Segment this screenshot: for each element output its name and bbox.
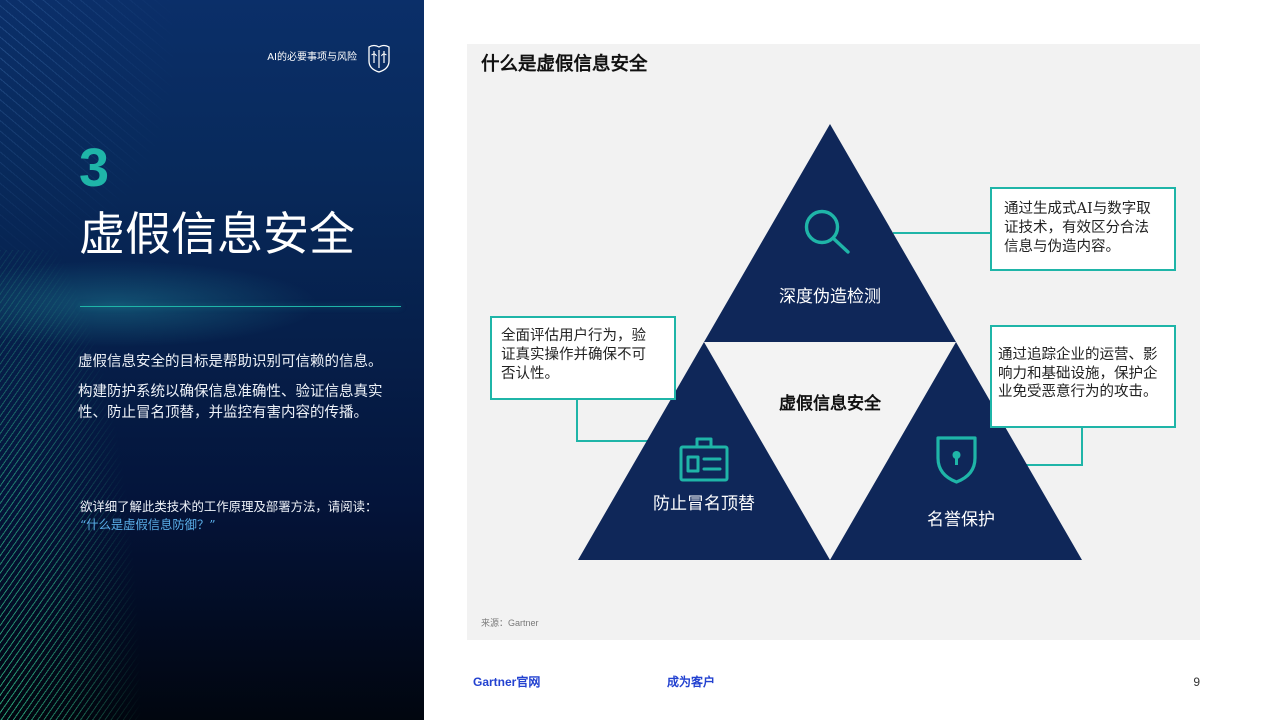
- read-more-link[interactable]: “什么是虚假信息防御？”: [80, 518, 216, 532]
- label-center: 虚假信息安全: [779, 393, 882, 414]
- shield-keyhole-icon: [936, 436, 977, 484]
- section-cover-panel: AI的必要事项与风险 3 虚假信息安全 虚假信息安全的目标是帮助识别可信赖的信息…: [0, 0, 424, 720]
- decorative-streaks-bottom: [0, 250, 280, 720]
- disinformation-security-diagram: 深度伪造检测 虚假信息安全 防止冒名顶替 名誉保护: [576, 124, 1083, 560]
- triangle-deepfake-detection: [704, 124, 956, 342]
- connector-right-callout: [1026, 428, 1083, 466]
- callout-text: 全面评估用户行为，验证真实操作并确保不可否认性。: [501, 328, 646, 382]
- label-impersonation-prevention: 防止冒名顶替: [653, 494, 755, 514]
- title-divider: [80, 306, 401, 307]
- callout-impersonation-prevention: 全面评估用户行为，验证真实操作并确保不可否认性。: [490, 316, 676, 400]
- become-client-link[interactable]: 成为客户: [667, 675, 716, 689]
- gartner-website-link[interactable]: Gartner官网: [473, 675, 541, 689]
- center-triangle: [705, 343, 955, 559]
- source-note: 来源：Gartner: [481, 618, 539, 628]
- id-card-icon: [679, 437, 729, 482]
- label-reputation-protection: 名誉保护: [927, 510, 995, 530]
- callout-text: 通过追踪企业的运营、影响力和基础设施，保护企业免受恶意行为的攻击。: [998, 347, 1158, 400]
- triangle-reputation-protection: [830, 342, 1082, 560]
- intro-summary: 虚假信息安全的目标是帮助识别可信赖的信息。: [78, 354, 383, 370]
- diagram-title: 什么是虚假信息安全: [481, 54, 648, 75]
- read-more-prompt: 欲详细了解此类技术的工作原理及部署方法，请阅读：: [80, 499, 378, 514]
- callout-text: 通过生成式AI与数字取证技术，有效区分合法信息与伪造内容。: [1004, 201, 1151, 255]
- label-deepfake-detection: 深度伪造检测: [779, 287, 881, 307]
- magnifier-icon: [804, 209, 850, 254]
- diagram-panel: 什么是虚假信息安全: [467, 44, 1200, 640]
- intro-detail: 构建防护系统以确保信息准确性、验证信息真实性、防止冒名顶替，并监控有害内容的传播…: [78, 384, 383, 421]
- section-number: 3: [79, 138, 110, 198]
- triangle-impersonation-prevention: [578, 342, 830, 560]
- section-title: 虚假信息安全: [79, 207, 355, 261]
- page-number: 9: [1193, 675, 1200, 689]
- callout-deepfake-detection: 通过生成式AI与数字取证技术，有效区分合法信息与伪造内容。: [990, 187, 1176, 271]
- report-logo-icon: [367, 43, 391, 73]
- report-title: AI的必要事项与风险: [267, 52, 357, 63]
- callout-reputation-protection: 通过追踪企业的运营、影响力和基础设施，保护企业免受恶意行为的攻击。: [990, 325, 1176, 428]
- connector-left-callout: [576, 400, 648, 442]
